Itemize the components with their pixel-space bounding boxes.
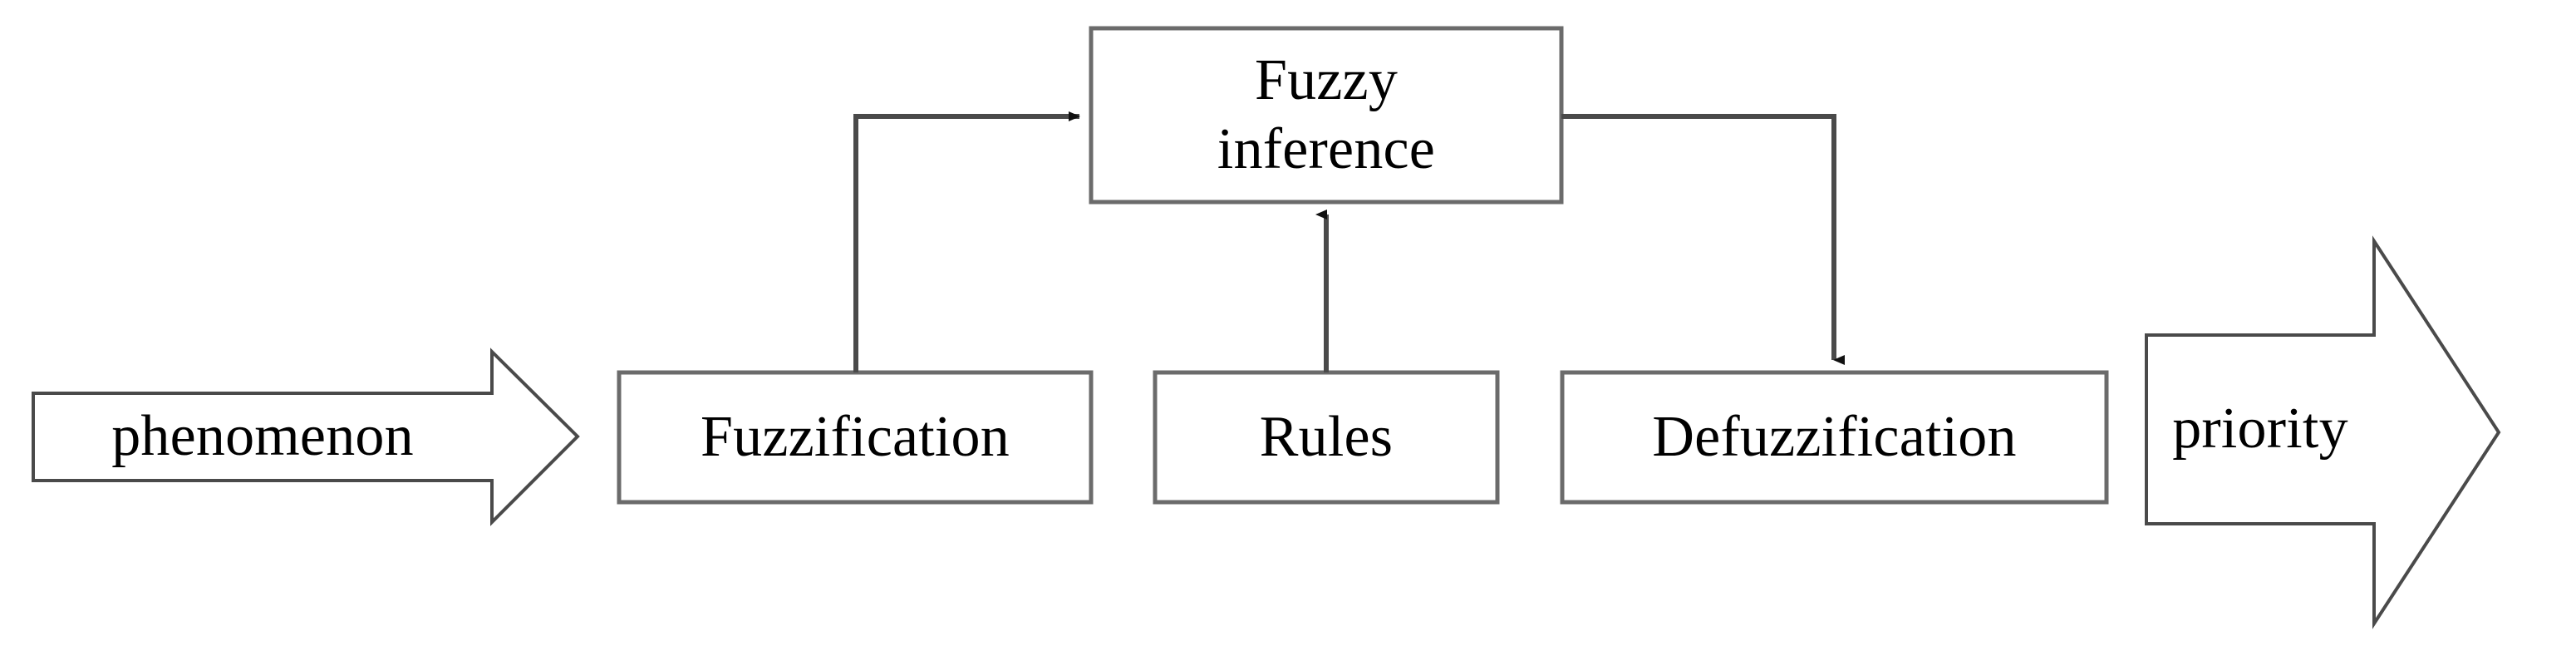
fuzzy-inference-box[interactable]: [1089, 26, 1564, 205]
phenomenon-block-arrow[interactable]: [32, 348, 580, 526]
connector-fuzzy-inference-to-defuzzification: [1561, 114, 1845, 365]
defuzzification-box[interactable]: [1560, 370, 2109, 505]
fuzzification-box[interactable]: [617, 370, 1094, 505]
connector-fuzzification-to-fuzzy-inference: [853, 111, 1080, 372]
priority-block-arrow[interactable]: [2145, 235, 2501, 629]
rules-box[interactable]: [1153, 370, 1500, 505]
